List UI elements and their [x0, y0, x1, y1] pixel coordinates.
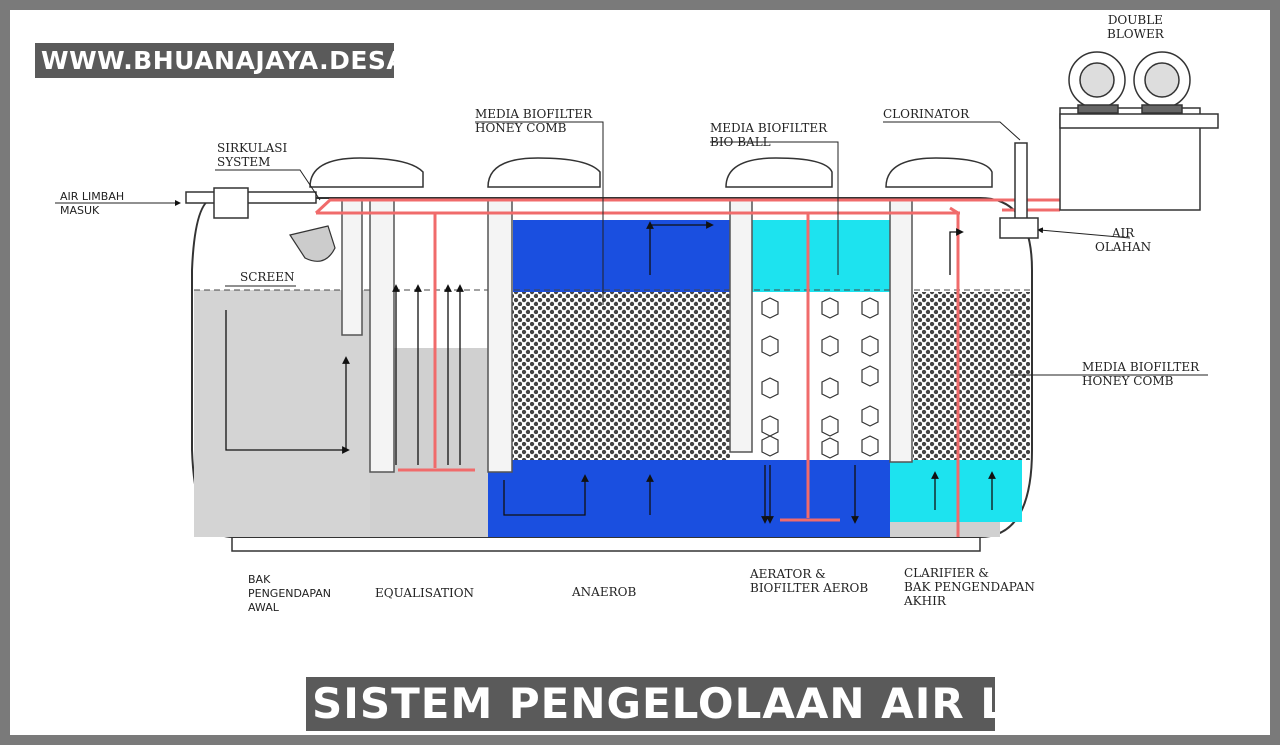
air-olahan-label: AIR OLAHAN — [1095, 226, 1152, 254]
screen-basket — [289, 225, 336, 262]
stage-label-anaerob: ANAEROB — [572, 585, 637, 599]
page-title-banner: SISTEM PENGELOLAAN AIR LIMBAH — [306, 677, 1169, 731]
clorinator-tube — [1014, 142, 1028, 222]
screen-label: SCREEN — [240, 270, 295, 284]
media-biofilter-honey-comb-right-label: MEDIA BIOFILTER HONEY COMB — [1082, 360, 1200, 388]
aerob-top-water — [752, 220, 890, 292]
clarifier-sludge — [890, 522, 1000, 537]
inlet-pipe — [185, 191, 317, 204]
leader-lines — [55, 121, 1208, 376]
diagram-canvas: WWW.BHUANAJAYA.DESA.ID DOUBLE BLOWER AIR… — [10, 10, 1270, 735]
sirkulasi-system-label: SIRKULASI SYSTEM — [217, 141, 288, 169]
stage-label-equalisation: EQUALISATION — [375, 586, 475, 600]
settling-water — [194, 290, 370, 537]
clarifier-water — [890, 460, 1022, 522]
wastewater-diagram — [55, 51, 1219, 552]
media-biofilter-bio-ball-label: MEDIA BIOFILTER BIO BALL — [710, 121, 828, 149]
anaerob-media — [488, 292, 730, 460]
double-blower — [1059, 51, 1219, 211]
tank-base — [231, 536, 981, 552]
clorinator-label: CLORINATOR — [883, 107, 970, 121]
anaerob-bottom-water — [488, 460, 730, 537]
clorinator-box — [999, 217, 1039, 239]
media-biofilter-honey-comb-top-label: MEDIA BIOFILTER HONEY COMB — [475, 107, 593, 135]
baffles — [341, 199, 913, 473]
flow-arrows — [225, 221, 996, 524]
bio-ball-media — [761, 297, 879, 459]
stage-label-aerator-biofilter-aerob: AERATOR & BIOFILTER AEROB — [750, 567, 869, 595]
manholes — [309, 157, 993, 188]
clarifier-media — [913, 292, 1030, 460]
stage-label-clarifier: CLARIFIER & BAK PENGENDAPAN AKHIR — [904, 566, 1035, 608]
double-blower-label: DOUBLE BLOWER — [1107, 13, 1164, 41]
air-limbah-masuk-label: AIR LIMBAH MASUK — [60, 190, 125, 217]
anaerob-top-water — [513, 220, 730, 292]
stage-label-bak-pengendapan-awal: BAK PENGENDAPAN AWAL — [248, 573, 331, 614]
site-url-banner: WWW.BHUANAJAYA.DESA.ID — [35, 43, 447, 78]
aerob-bottom-water — [730, 460, 890, 537]
